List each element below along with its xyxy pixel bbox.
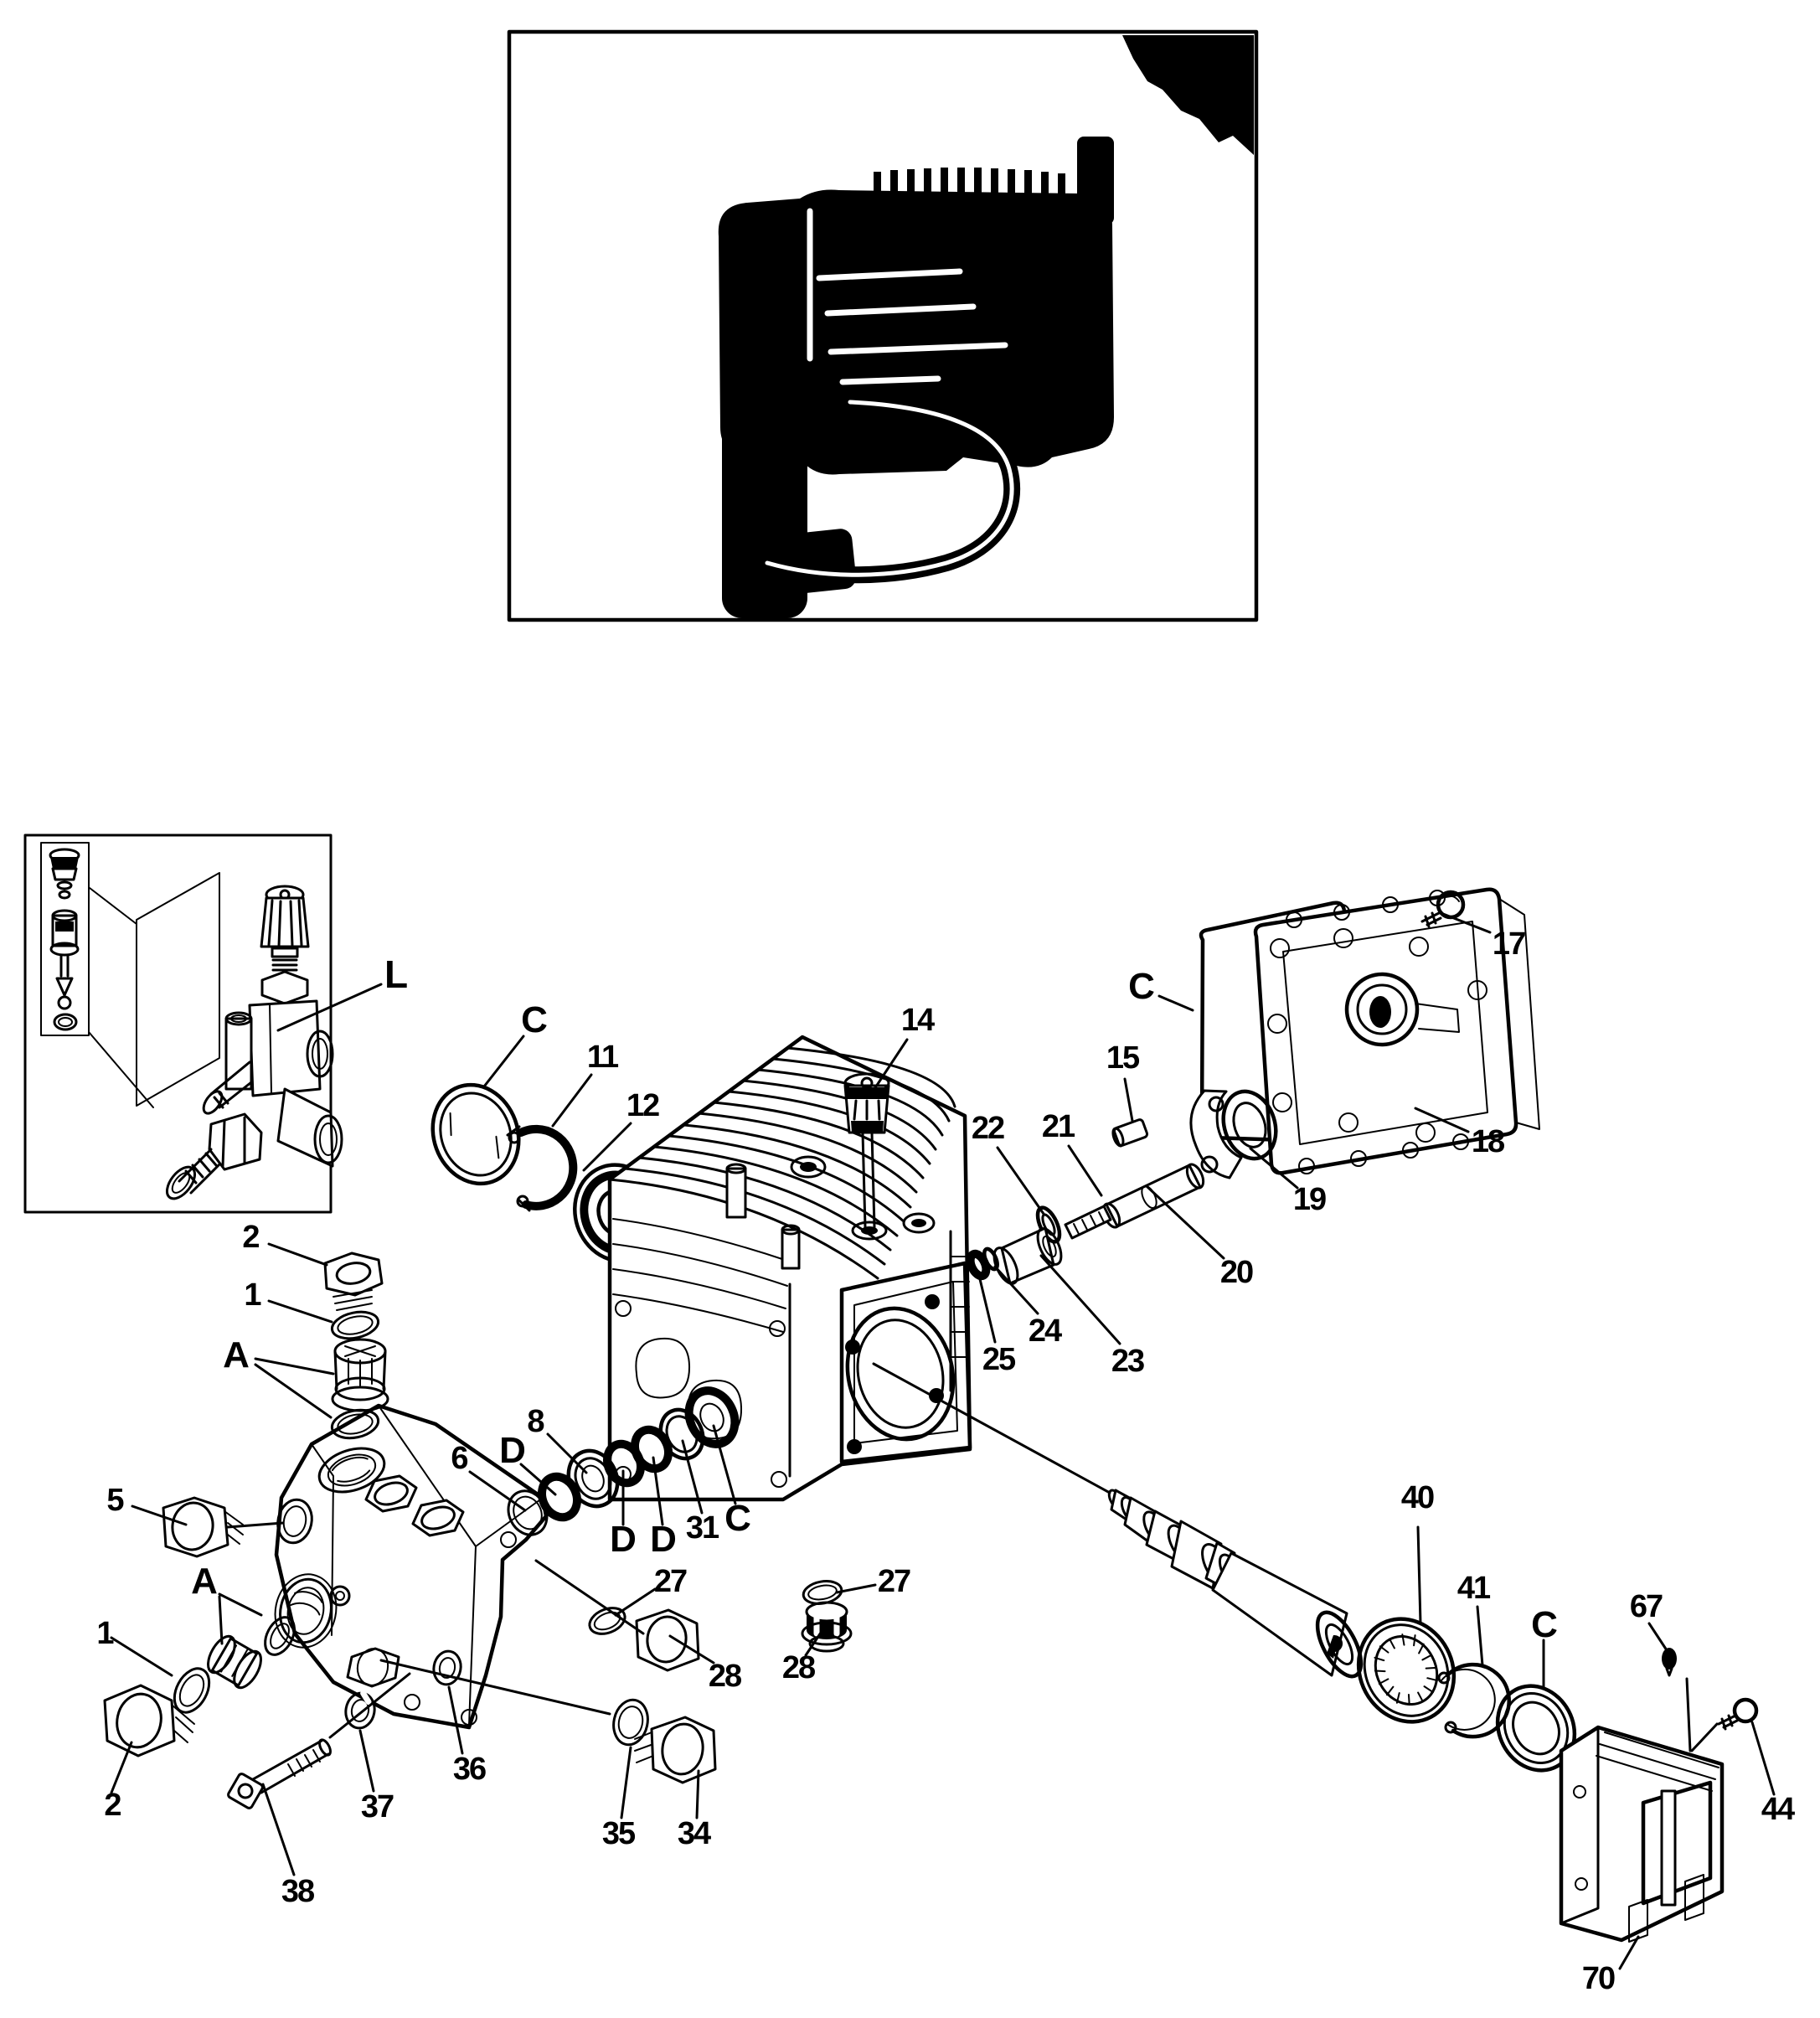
photo-inset-box xyxy=(507,29,1259,622)
callout-31: 31 xyxy=(685,1510,719,1546)
callout-22: 22 xyxy=(971,1111,1005,1146)
valve-inset-box xyxy=(23,834,333,1214)
callout-C-gasket: C xyxy=(1128,966,1155,1007)
callout-D3: D xyxy=(650,1519,677,1560)
callout-L: L xyxy=(384,952,408,996)
plug-5 xyxy=(162,1496,244,1558)
callout-38: 38 xyxy=(281,1874,315,1909)
callout-5: 5 xyxy=(106,1483,124,1518)
check-valve-kit-top xyxy=(323,1252,389,1440)
bolt-38 xyxy=(227,1738,332,1809)
callout-6: 6 xyxy=(451,1441,468,1476)
clip-67 xyxy=(1662,1648,1677,1677)
callout-44: 44 xyxy=(1761,1792,1795,1827)
callout-2-top: 2 xyxy=(242,1220,260,1255)
check-valve-kit-bottom xyxy=(103,1616,296,1757)
unloader-valve xyxy=(165,885,343,1200)
callout-20: 20 xyxy=(1219,1255,1254,1290)
callout-21: 21 xyxy=(1041,1109,1075,1144)
pump-crankcase xyxy=(607,1035,972,1502)
callout-A-top: A xyxy=(223,1334,250,1375)
oring-35 xyxy=(612,1698,649,1747)
callout-C-seal: C xyxy=(521,999,548,1040)
plug-28-left xyxy=(635,1608,700,1672)
callout-70: 70 xyxy=(1581,1961,1616,1996)
callout-36: 36 xyxy=(452,1752,487,1787)
callout-15: 15 xyxy=(1106,1040,1140,1076)
callout-12: 12 xyxy=(626,1088,660,1123)
bolt-44 xyxy=(1717,1697,1759,1731)
piston-rod-20-21 xyxy=(966,1163,1205,1285)
needle-bearing-40 xyxy=(1356,1617,1457,1724)
snap-ring-11 xyxy=(506,1124,578,1212)
callout-2-bottom: 2 xyxy=(104,1788,121,1823)
callout-37: 37 xyxy=(360,1789,394,1824)
washer-37 xyxy=(344,1690,376,1730)
engine-photo-silhouette xyxy=(718,35,1254,618)
oil-seal-c xyxy=(1495,1684,1577,1773)
callout-D1: D xyxy=(499,1430,526,1471)
callout-28-left: 28 xyxy=(708,1659,742,1694)
callout-8: 8 xyxy=(527,1404,544,1439)
valve-kit-parts xyxy=(49,848,80,1031)
callout-23: 23 xyxy=(1111,1344,1145,1379)
callout-17: 17 xyxy=(1492,926,1526,962)
callout-1-top: 1 xyxy=(244,1277,261,1313)
pressure-knob-14 xyxy=(843,1072,890,1241)
leader-lines xyxy=(110,912,1776,1970)
callout-18: 18 xyxy=(1471,1124,1505,1159)
callout-19: 19 xyxy=(1292,1182,1327,1217)
callout-A-bottom: A xyxy=(191,1561,218,1602)
crankshaft xyxy=(1107,1489,1364,1679)
mounting-flange-70 xyxy=(1559,1725,1725,1943)
callout-C-shaft: C xyxy=(1531,1604,1558,1645)
callout-40: 40 xyxy=(1400,1480,1435,1515)
cap-28-right xyxy=(801,1601,853,1653)
manifold-head xyxy=(274,1403,549,1730)
callout-C-stack: C xyxy=(724,1498,751,1539)
rear-cover-plate-18 xyxy=(1253,887,1540,1175)
callout-14: 14 xyxy=(900,1003,935,1038)
plug-34 xyxy=(634,1716,717,1784)
callout-1-bottom: 1 xyxy=(96,1616,114,1651)
callout-D2: D xyxy=(610,1519,637,1560)
callout-67: 67 xyxy=(1629,1589,1663,1624)
oring-c-large xyxy=(431,1082,521,1186)
callout-34: 34 xyxy=(677,1816,711,1851)
pin-15 xyxy=(1111,1118,1149,1148)
callout-11: 11 xyxy=(586,1040,619,1075)
seal-stack xyxy=(507,1386,740,1536)
callout-28-right: 28 xyxy=(781,1650,816,1685)
callout-41: 41 xyxy=(1457,1571,1491,1606)
callout-24: 24 xyxy=(1028,1314,1062,1349)
oring-27-left xyxy=(588,1607,626,1635)
callout-35: 35 xyxy=(601,1816,636,1851)
callout-27-left: 27 xyxy=(653,1564,688,1599)
callout-25: 25 xyxy=(982,1342,1016,1377)
callout-27-right: 27 xyxy=(877,1564,911,1599)
